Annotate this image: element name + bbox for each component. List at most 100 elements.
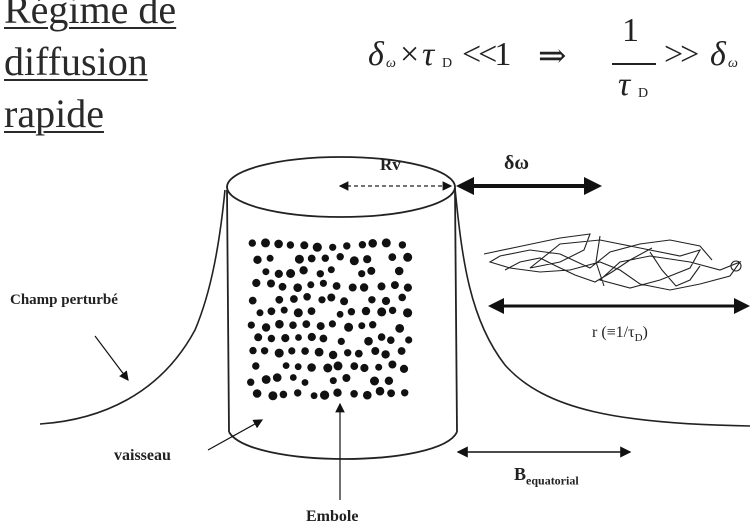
embolus-particle: [301, 347, 309, 355]
embolus-particle: [350, 390, 358, 398]
embolus-particle: [299, 266, 308, 275]
embolus-particle: [290, 295, 298, 303]
eq-right-delta: δ: [710, 36, 726, 73]
embolus-particle: [398, 241, 407, 249]
embolus-particle: [275, 295, 284, 304]
diffusion-end-circle: [730, 260, 742, 272]
eq-left-delta-sub: ω: [386, 56, 396, 71]
embolus-particle: [388, 253, 397, 261]
embolus-particle: [323, 363, 333, 373]
diffusion-path: [483, 233, 742, 291]
embolus-particle: [390, 281, 399, 290]
embolus-particle: [363, 390, 372, 400]
embolus-particle: [294, 254, 304, 264]
embolus-particle: [279, 390, 288, 399]
embolus-particle: [332, 282, 341, 290]
embolus-particle: [262, 268, 270, 276]
embolus-particle: [327, 293, 336, 302]
embolus-particle: [364, 336, 373, 346]
embolus-particle: [249, 346, 257, 355]
embolus-particle: [336, 253, 344, 261]
perturbed-field-curve-left: [39, 189, 226, 425]
eq-tau: τ: [422, 36, 435, 73]
eq-denominator-tau: τ: [618, 66, 631, 103]
r-label-sub: D: [634, 332, 643, 345]
embolus-particle: [342, 374, 351, 382]
embolus-particle: [329, 243, 337, 251]
eq-implies: ⇒: [538, 38, 567, 75]
embolus-particle: [300, 241, 309, 250]
embolus-particle: [370, 376, 379, 386]
embolus-particle: [395, 324, 405, 333]
embolus-particle: [294, 363, 302, 371]
embolus-particle: [247, 378, 255, 386]
embolus-particle: [319, 279, 327, 287]
embolus-particle: [267, 279, 275, 288]
embolus-particle: [381, 350, 390, 359]
embolus-particle: [384, 376, 394, 385]
embolus-particles: [247, 238, 413, 401]
eq-left-delta: δ: [368, 36, 384, 73]
equation: δ ω × τ D <<1 ⇒ 1 τ D >> δ ω: [368, 12, 748, 124]
embolus-particle: [398, 293, 407, 302]
b-main: B: [514, 464, 527, 484]
embolus-particle: [388, 360, 397, 369]
embolus-particle: [307, 363, 316, 372]
embolus-particle: [358, 270, 366, 278]
vaisseau-pointer: [207, 419, 264, 451]
perturbed-field-curve-right: [454, 187, 750, 427]
embolus-particle: [328, 350, 338, 360]
embolus-particle: [387, 336, 395, 345]
embolus-particle: [289, 321, 297, 330]
embolus-particle: [316, 270, 324, 278]
embolus-particle: [268, 391, 278, 401]
embolus-particle: [358, 322, 366, 330]
embolus-particle: [320, 390, 330, 400]
embolus-particle: [260, 347, 269, 355]
embolus-particle: [368, 296, 376, 304]
eq-numerator: 1: [622, 12, 639, 49]
embolus-particle: [329, 377, 337, 385]
embolus-particle: [247, 321, 255, 329]
embolus-particle: [281, 334, 290, 343]
embolus-particle: [361, 306, 371, 316]
embolus-particle: [328, 320, 336, 328]
embolus-particle: [336, 310, 344, 318]
embolus-particle: [349, 256, 359, 266]
embolus-particle: [254, 333, 263, 342]
eq-relation-right: >>: [664, 36, 699, 73]
embolus-particle: [289, 374, 297, 381]
embolus-particle: [286, 269, 296, 278]
embolus-particle: [381, 238, 391, 248]
eq-relation-left: <<1: [462, 36, 511, 73]
b-equatorial-label: Bequatorial: [514, 464, 579, 489]
eq-fraction-bar: [612, 63, 656, 65]
champ-pointer: [94, 335, 129, 381]
embolus-particle: [401, 389, 409, 397]
r-label-suffix: ): [642, 324, 648, 341]
embolus-particle: [248, 296, 257, 305]
embolus-particle: [267, 307, 276, 316]
embolus-particle: [388, 306, 397, 315]
embolus-particle: [403, 308, 413, 318]
delta-omega-label: δω: [504, 152, 529, 174]
embolus-particle: [327, 266, 335, 274]
embolus-particle: [333, 361, 343, 371]
embolus-particle: [358, 241, 367, 249]
embolus-particle: [354, 349, 363, 358]
title-line-1: Régime de: [4, 0, 177, 32]
r-label: r (≡1/τD): [592, 324, 648, 344]
embolus-particle: [307, 281, 315, 289]
embolus-particle: [272, 373, 282, 382]
embolus-particle: [274, 239, 283, 249]
embolus-particle: [371, 347, 380, 355]
embolus-particle: [405, 336, 413, 344]
embole-label: Embole: [306, 508, 359, 525]
embolus-particle: [252, 362, 260, 370]
embolus-particle: [316, 322, 325, 331]
eq-times: ×: [400, 36, 420, 73]
eq-denominator-sub: D: [638, 86, 649, 101]
embolus-particle: [350, 362, 359, 370]
embolus-particle: [261, 375, 271, 384]
embolus-particle: [302, 320, 311, 328]
